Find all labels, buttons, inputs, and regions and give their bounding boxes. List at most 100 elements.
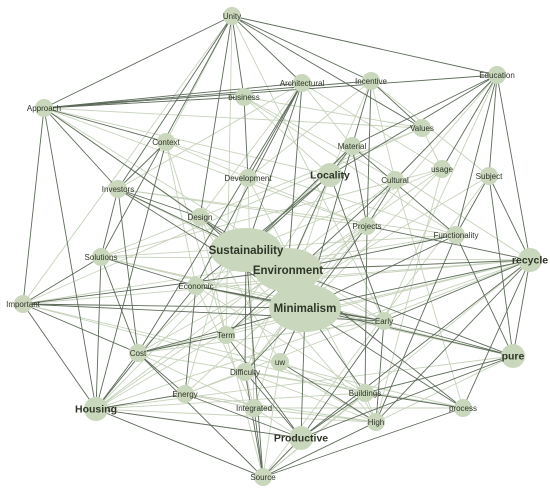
edge-education-approach: [43, 74, 498, 109]
edge-housing-energy: [95, 393, 186, 410]
node-label-sustainability: Sustainability: [209, 245, 284, 257]
edge-business-approach: [43, 96, 245, 109]
light-edge-values-design: [199, 127, 423, 218]
light-edge-housing-high: [95, 408, 377, 423]
edge-education-subject: [488, 74, 498, 177]
node-label-minimalism: Minimalism: [274, 303, 337, 315]
edge-investors-cost: [117, 188, 139, 354]
light-edge-material-housing: [95, 145, 353, 410]
edge-investors-solutions: [100, 188, 119, 258]
node-architectural: [293, 74, 311, 92]
edge-architectural-cost: [137, 82, 303, 354]
node-productive: [289, 426, 313, 450]
node-label-functionality: Functionality: [434, 231, 479, 240]
light-edge-investors-functionality: [117, 188, 457, 236]
node-label-architectural: Architectural: [280, 79, 325, 88]
node-approach: [35, 99, 53, 117]
node-locality: [318, 163, 342, 187]
edge-energy-productive: [184, 393, 302, 439]
node-label-difficulty: Difficulty: [230, 368, 260, 377]
edge-architectural-sustainability: [245, 82, 303, 251]
light-edge-usage-high: [375, 168, 443, 423]
node-label-unity: Unity: [223, 12, 241, 21]
node-label-approach: Approach: [27, 104, 61, 113]
node-buildings: [356, 384, 374, 402]
node-business: [235, 88, 253, 106]
node-cultural: [386, 171, 404, 189]
edge-approach-sustainability: [43, 107, 247, 251]
node-label-subject: Subject: [476, 172, 503, 181]
node-label-values: Values: [410, 124, 434, 133]
node-label-projects: Projects: [353, 222, 382, 231]
edge-subject-recycle: [488, 175, 531, 261]
light-edge-design-solutions: [100, 216, 201, 258]
node-label-solutions: Solutions: [85, 253, 118, 262]
node-label-economic: Economic: [178, 282, 213, 291]
node-label-business: business: [228, 93, 260, 102]
node-label-productive: Productive: [274, 433, 328, 445]
edge-solutions-housing: [95, 256, 102, 410]
node-term: [217, 326, 235, 344]
node-pure: [501, 344, 525, 368]
light-edge-architectural-usage: [301, 82, 443, 170]
edge-education-recycle: [496, 74, 531, 261]
edge-sustainability-source: [245, 249, 264, 478]
light-edge-cost-early: [137, 320, 385, 354]
node-minimalism: [269, 284, 341, 332]
edge-high-source: [262, 421, 377, 478]
edge-housing-source: [95, 408, 264, 478]
edge-process-source: [262, 407, 464, 478]
light-edge-education-projects: [366, 74, 498, 227]
edge-education-functionality: [455, 74, 498, 236]
edge-environment-recycle: [287, 259, 531, 271]
light-edge-incentive-locality: [329, 80, 372, 176]
node-investors: [109, 180, 127, 198]
node-process: [454, 399, 472, 417]
node-label-investors: Investors: [102, 185, 134, 194]
edge-pure-productive: [300, 355, 514, 439]
node-label-design: Design: [188, 213, 213, 222]
edge-incentive-approach: [43, 80, 372, 109]
edge-approach-investors: [43, 107, 119, 190]
edge-projects-recycle: [366, 225, 531, 261]
edge-education-locality: [329, 74, 498, 176]
light-edge-context-economic: [165, 141, 197, 287]
light-edge-approach-locality: [43, 107, 331, 176]
light-edge-architectural-design: [199, 82, 303, 218]
light-edge-usage-solutions: [100, 168, 443, 258]
node-material: [343, 137, 361, 155]
node-unity: [223, 7, 241, 25]
light-edge-approach-projects: [43, 107, 368, 227]
edge-unity-investors: [117, 15, 233, 190]
edge-environment-pure: [287, 269, 514, 357]
edge-locality-early: [329, 174, 385, 322]
node-label-incentive: Incentive: [355, 77, 388, 86]
edge-material-functionality: [351, 145, 457, 236]
edge-early-productive: [300, 320, 385, 439]
edge-recycle-high: [375, 259, 531, 423]
edge-approach-context: [43, 107, 167, 143]
light-edge-uw-buildings: [279, 361, 366, 394]
node-education: [488, 66, 506, 84]
node-energy: [176, 385, 194, 403]
node-uw: [271, 353, 289, 371]
light-edge-economic-recycle: [195, 259, 531, 287]
edge-education-material: [351, 74, 498, 147]
edge-cost-energy: [137, 352, 186, 395]
edge-material-projects: [351, 145, 368, 227]
light-edge-incentive-development: [247, 80, 372, 179]
node-label-cost: Cost: [130, 349, 147, 358]
node-label-process: process: [449, 404, 477, 413]
light-edge-business-locality: [243, 96, 331, 176]
edge-approach-important: [22, 107, 45, 305]
light-edge-architectural-investors: [117, 82, 303, 190]
light-edge-material-recycle: [351, 145, 531, 261]
edge-difficulty-productive: [244, 371, 302, 439]
edge-recycle-minimalism: [304, 259, 531, 309]
node-label-important: Important: [6, 300, 41, 309]
edge-economic-energy: [184, 285, 197, 395]
light-edge-term-high: [225, 334, 377, 423]
node-usage: [433, 160, 451, 178]
light-edge-cultural-process: [394, 179, 464, 409]
edge-architectural-environment: [287, 82, 303, 271]
